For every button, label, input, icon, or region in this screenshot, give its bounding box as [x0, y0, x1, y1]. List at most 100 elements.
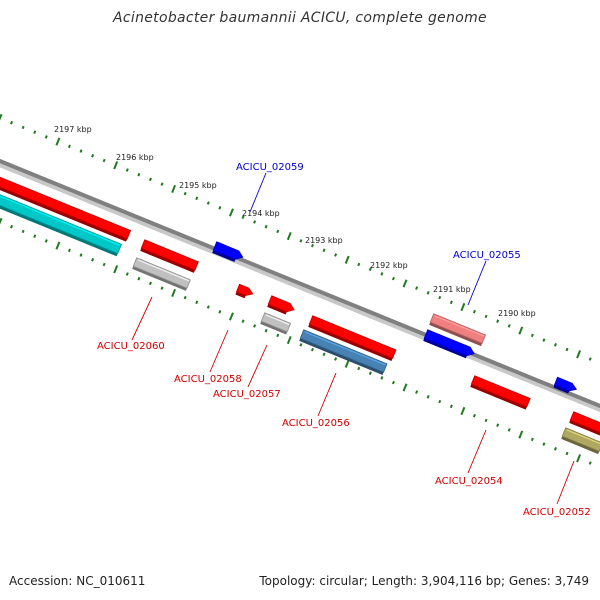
upper-scale-tick	[530, 333, 534, 338]
accession-text: Accession: NC_010611	[9, 574, 146, 588]
upper-scale-tick	[368, 267, 372, 271]
gene-highlight	[145, 241, 198, 264]
genome-backbone	[0, 158, 600, 413]
lower-scale-tick	[344, 359, 350, 368]
gene-feature-grey	[132, 257, 191, 291]
gene-label[interactable]: ACICU_02057	[213, 389, 281, 400]
lower-scale-tick	[472, 413, 476, 418]
gene-label-leader	[317, 372, 337, 417]
upper-scale-tick	[218, 206, 222, 210]
upper-scale-tick	[183, 191, 187, 196]
gene-depth	[423, 338, 467, 359]
gene-label-leader	[249, 172, 267, 213]
gene-highlight	[574, 413, 600, 425]
upper-scale-tick	[472, 309, 476, 314]
upper-scale-tick	[588, 357, 592, 361]
gene-label[interactable]: ACICU_02055	[453, 250, 521, 261]
lower-scale-tick	[334, 357, 338, 361]
gene-label[interactable]: ACICU_02054	[435, 476, 503, 487]
lower-scale-tick	[438, 399, 442, 404]
page-title: Acinetobacter baumannii ACICU, complete …	[113, 10, 487, 26]
lower-scale-tick	[21, 229, 25, 234]
lower-scale-tick	[322, 352, 326, 357]
lower-scale-tick	[67, 248, 71, 253]
gene-highlight	[304, 331, 386, 366]
upper-scale-tick	[449, 300, 453, 305]
gene-highlight	[0, 178, 130, 233]
gene-label-leader	[467, 260, 487, 306]
gene-label[interactable]: ACICU_02056	[282, 418, 350, 429]
lower-scale-tick	[276, 333, 280, 338]
lower-scale-tick	[44, 239, 48, 243]
gene-highlight	[137, 259, 190, 282]
gene-label[interactable]: ACICU_02058	[174, 374, 242, 385]
gene-feature-red	[140, 239, 199, 273]
lower-scale-tick	[79, 253, 83, 257]
lower-scale-tick	[507, 428, 511, 432]
gene-label[interactable]: ACICU_02059	[236, 162, 304, 173]
lower-scale-tick	[183, 295, 187, 300]
gene-feature-olive-02052	[561, 427, 600, 455]
gene-highlight	[265, 314, 290, 325]
lower-scale-tick	[264, 328, 268, 333]
lower-scale-tick	[206, 305, 210, 309]
lower-scale-tick	[588, 461, 592, 465]
lower-scale-tick	[33, 234, 37, 238]
lower-scale-tick	[415, 390, 419, 394]
gene-body	[561, 427, 600, 452]
upper-scale-tick	[113, 161, 119, 170]
upper-scale-tick	[195, 196, 199, 201]
gene-label[interactable]: ACICU_02060	[97, 341, 165, 352]
upper-scale-tick	[206, 201, 210, 205]
upper-scale-tick	[310, 243, 314, 248]
lower-scale-tick	[496, 423, 500, 427]
lower-scale-tick	[0, 217, 3, 225]
lower-scale-tick	[102, 262, 106, 267]
backbone-line	[0, 158, 600, 409]
upper-scale-tick	[91, 154, 95, 158]
gene-depth	[561, 436, 600, 455]
gene-body	[140, 239, 199, 271]
lower-scale-tick	[55, 241, 61, 250]
upper-scale-tick	[264, 224, 268, 229]
scale-tick-label: 2196 kbp	[116, 153, 154, 162]
upper-scale-tick	[44, 135, 48, 139]
gene-depth	[569, 420, 600, 436]
lower-scale-tick	[449, 404, 453, 409]
lower-scale-tick	[113, 265, 119, 274]
gene-highlight	[0, 195, 121, 246]
upper-scale-tick	[55, 137, 61, 146]
upper-scale-tick	[286, 232, 292, 241]
gene-feature-blue-02059	[212, 241, 244, 262]
upper-scale-tick	[542, 338, 546, 342]
gene-depth	[132, 266, 187, 291]
upper-scale-tick	[460, 302, 466, 312]
gene-feature-blue	[553, 376, 578, 394]
backbone-shadow	[0, 160, 600, 413]
gene-feature-grey-02057	[260, 312, 292, 335]
lower-scale-tick	[402, 383, 408, 392]
gene-body	[553, 376, 578, 392]
lower-scale-tick	[195, 300, 199, 305]
upper-scale-tick	[148, 177, 152, 182]
lower-scale-tick	[553, 447, 557, 451]
gene-label[interactable]: ACICU_02052	[523, 507, 591, 518]
lower-scale-tick	[218, 310, 222, 314]
lower-scale-tick	[148, 281, 152, 286]
upper-scale-tick	[496, 319, 500, 323]
gene-feature-red-02058	[235, 283, 254, 299]
lower-scale-tick	[484, 418, 488, 423]
gene-body	[299, 329, 388, 373]
gene-depth	[299, 338, 384, 375]
lower-scale-tick	[310, 347, 314, 352]
gene-label-leader	[556, 460, 575, 505]
gene-feature-cyan	[0, 194, 123, 257]
gene-label-leader	[247, 344, 268, 388]
upper-scale-tick	[137, 172, 141, 177]
gene-depth	[0, 205, 118, 257]
gene-highlight	[558, 378, 572, 385]
upper-scale-tick	[415, 286, 419, 290]
upper-scale-tick	[276, 229, 280, 234]
lower-scale-tick	[357, 366, 361, 371]
